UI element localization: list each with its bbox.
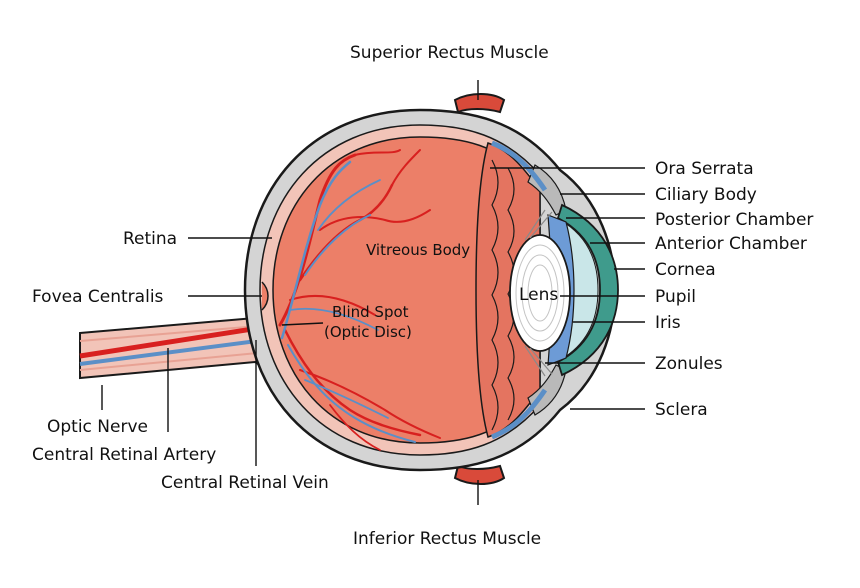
- label-blind-spot: Blind Spot: [332, 303, 409, 321]
- label-sclera: Sclera: [655, 400, 708, 420]
- cornea-shape: [556, 203, 619, 377]
- central-retinal-vein-vessel: [79, 336, 281, 366]
- label-cornea: Cornea: [655, 260, 716, 280]
- label-anterior-chamber: Anterior Chamber: [655, 234, 807, 254]
- leader-lines: [101, 80, 645, 505]
- label-ciliary-body: Ciliary Body: [655, 185, 757, 205]
- vitreous-body-shape: [272, 136, 531, 444]
- central-retinal-artery-vessel: [79, 322, 279, 359]
- label-iris: Iris: [655, 313, 681, 333]
- label-optic-nerve: Optic Nerve: [47, 417, 148, 437]
- retinal-veins: [280, 160, 416, 443]
- label-lens: Lens: [519, 285, 558, 305]
- zonules-shape: [524, 209, 553, 377]
- label-inferior-rectus-muscle: Inferior Rectus Muscle: [353, 529, 541, 549]
- label-vitreous-body: Vitreous Body: [366, 241, 470, 259]
- label-zonules: Zonules: [655, 354, 723, 374]
- label-retina: Retina: [123, 229, 177, 249]
- fovea-centralis-pit: [261, 281, 269, 311]
- label-pupil: Pupil: [655, 287, 696, 307]
- inferior-rectus-muscle-shape: [453, 464, 506, 485]
- label-optic-disc: (Optic Disc): [324, 323, 412, 341]
- label-ora-serrata: Ora Serrata: [655, 159, 754, 179]
- superior-rectus-muscle-shape: [453, 93, 506, 114]
- label-fovea-centralis: Fovea Centralis: [32, 287, 164, 307]
- label-superior-rectus-muscle: Superior Rectus Muscle: [350, 43, 549, 63]
- label-central-retinal-artery: Central Retinal Artery: [32, 445, 216, 465]
- label-posterior-chamber: Posterior Chamber: [655, 210, 813, 230]
- lens-shape: [509, 234, 571, 352]
- label-central-retinal-vein: Central Retinal Vein: [161, 473, 329, 493]
